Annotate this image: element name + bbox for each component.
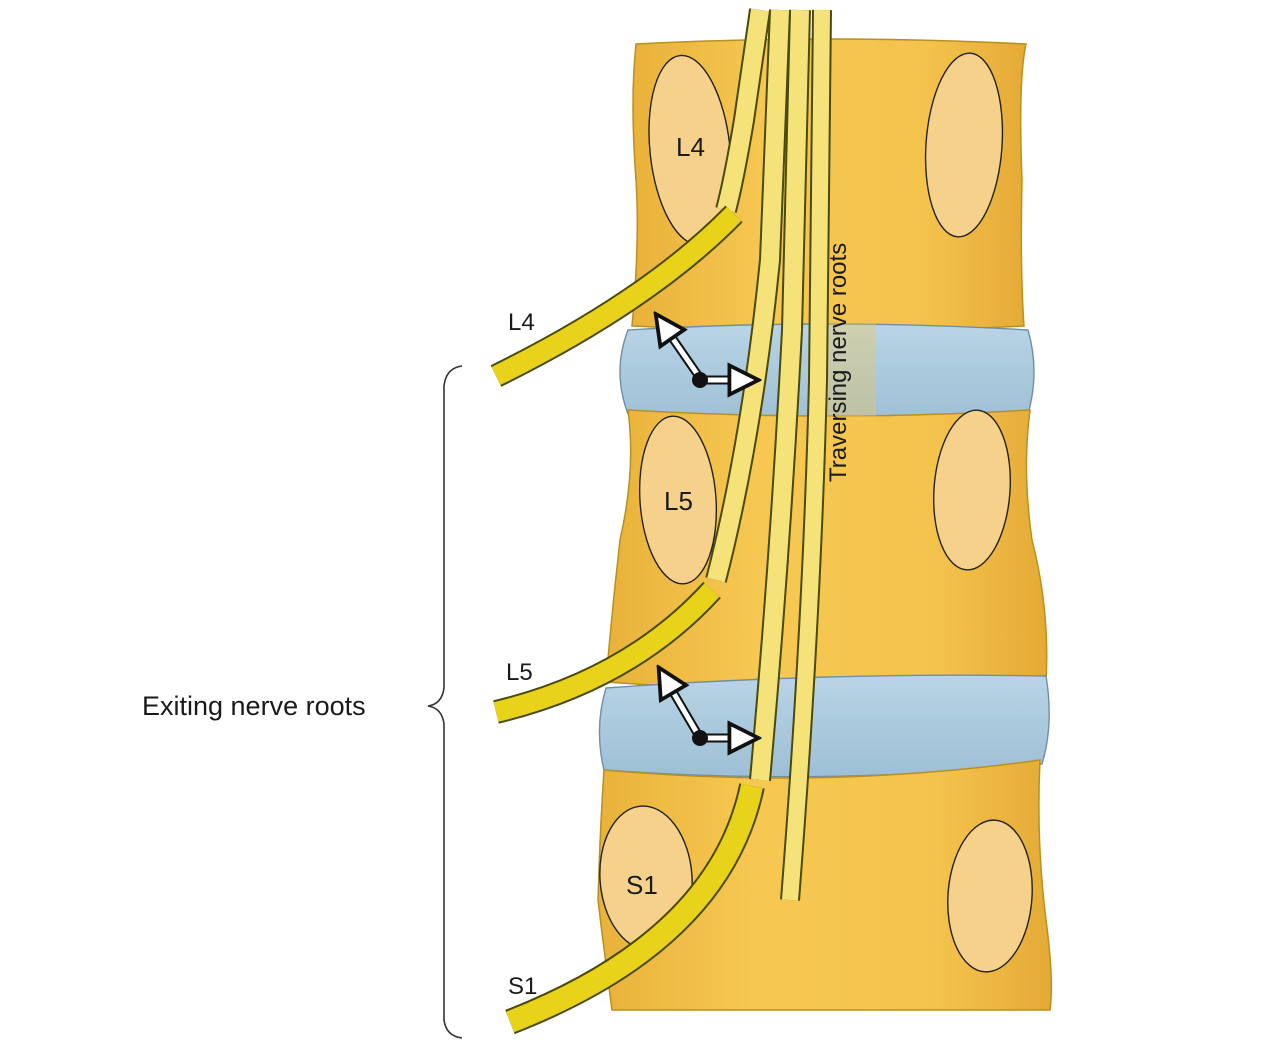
exiting-nerve-s1 <box>505 783 765 1035</box>
traversing-nerve-roots <box>705 8 832 901</box>
herniation-marker-l4-l5 <box>664 326 744 388</box>
vertebra-label-l4: L4 <box>676 132 705 162</box>
l5-pedicle-right <box>932 409 1012 571</box>
vertebra-s1 <box>597 759 1053 1011</box>
root-label-s1: S1 <box>508 973 537 1000</box>
traversing-nerve-roots-label: Traversing nerve roots <box>825 243 852 482</box>
exiting-nerve-roots-label: Exiting nerve roots <box>142 691 366 721</box>
vertebra-label-s1: S1 <box>626 870 658 900</box>
s1-pedicle-right <box>947 819 1033 973</box>
exiting-roots-brace <box>427 365 463 1039</box>
vertebra-s1-body <box>597 759 1053 1011</box>
vertebra-label-l5: L5 <box>664 486 693 516</box>
l5-pedicle-left <box>638 415 718 585</box>
root-label-l5: L5 <box>506 659 533 686</box>
l4-pedicle-right <box>924 52 1004 238</box>
herniation-marker-l5-s1 <box>666 680 744 746</box>
root-label-l4: L4 <box>508 309 535 336</box>
exiting-nerve-l5 <box>493 581 721 724</box>
exiting-nerve-l4 <box>490 205 743 387</box>
